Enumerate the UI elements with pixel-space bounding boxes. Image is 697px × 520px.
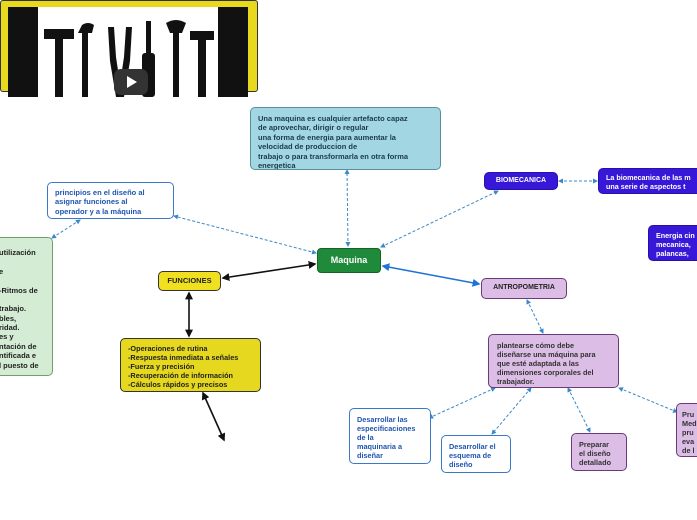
node-biomecanica-definicion[interactable]: La biomecanica de las m una serie de asp… — [598, 168, 697, 194]
link-maquina-principios — [173, 214, 317, 255]
link-operaciones-video — [201, 391, 226, 442]
link-principios-utilizacion — [51, 219, 81, 239]
link-maquina-antropometria — [381, 263, 481, 287]
play-icon[interactable] — [114, 69, 148, 95]
link-plantearse-des2 — [491, 387, 532, 435]
node-preparar-diseno[interactable]: Preparar el diseño detallado — [571, 433, 627, 471]
node-maquina-central[interactable]: Maquina — [317, 248, 381, 273]
node-definicion[interactable]: Una maquina es cualquier artefacto capaz… — [250, 107, 441, 170]
node-antropometria[interactable]: ANTROPOMETRIA — [481, 278, 567, 299]
node-funciones[interactable]: FUNCIONES — [158, 271, 221, 291]
node-pruebas[interactable]: Pru Med pru eva de l — [676, 403, 697, 457]
node-plantearse[interactable]: plantearse cómo debe diseñarse una máqui… — [488, 334, 619, 388]
node-desarrollar-especificaciones[interactable]: Desarrollar las especificaciones de la m… — [349, 408, 431, 464]
link-plantearse-preparar — [567, 387, 591, 433]
video-player[interactable] — [8, 7, 248, 97]
link-antropometria-plantearse — [526, 299, 544, 334]
node-operaciones[interactable]: -Operaciones de rutina -Respuesta inmedi… — [120, 338, 261, 392]
node-utilizacion[interactable]: utilización e -Ritmos de trabajo. bles, … — [0, 237, 53, 376]
link-maquina-biomecanica — [380, 190, 499, 248]
node-video[interactable] — [0, 0, 258, 97]
node-energia[interactable]: Energia cin mecanica, palancas, — [648, 225, 697, 261]
link-maquina-funciones — [221, 261, 317, 281]
link-maquina-definicion — [344, 169, 351, 247]
node-desarrollar-esquema[interactable]: Desarrollar el esquema de diseño — [441, 435, 511, 473]
link-plantearse-pruebas — [618, 387, 678, 413]
node-principios[interactable]: principios en el diseño al asignar funci… — [47, 182, 174, 219]
node-biomecanica[interactable]: BIOMECANICA — [484, 172, 558, 190]
link-plantearse-des1 — [428, 387, 496, 419]
